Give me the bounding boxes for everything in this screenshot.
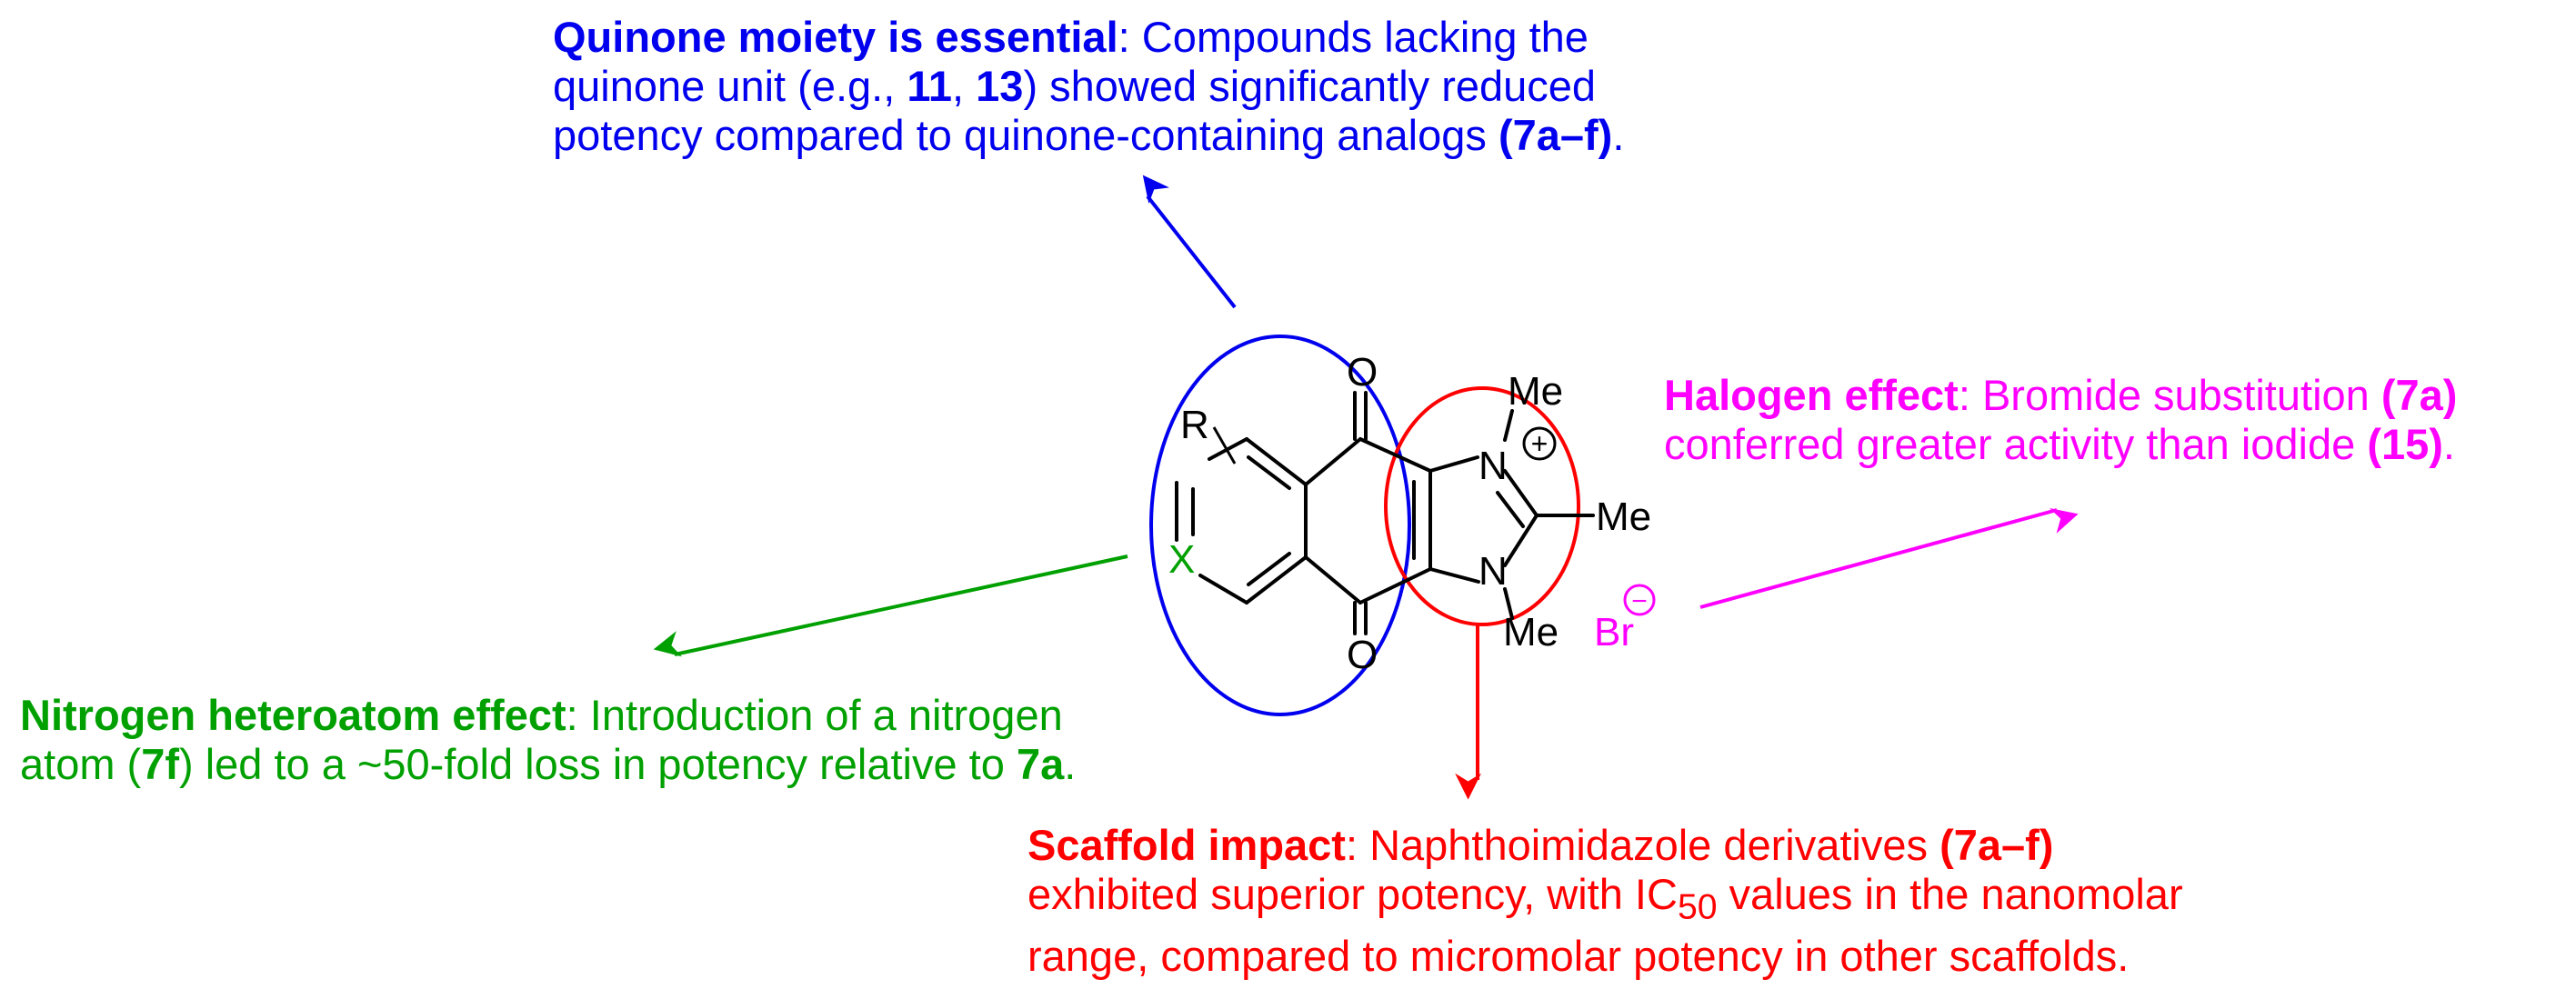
compound-7a-label: (7a)	[2381, 371, 2458, 419]
atom-r-label: R	[1180, 403, 1209, 447]
scaffold-note-line-3: range, compared to micromolar potency in…	[1027, 932, 2130, 981]
minus-charge-symbol: −	[1631, 586, 1648, 616]
compound-11-label: 11	[907, 62, 953, 110]
halogen-note: Halogen effect: Bromide substitution (7a…	[1664, 371, 2457, 469]
plus-charge-symbol: +	[1531, 427, 1549, 460]
nitrogen-note-heading: Nitrogen heteroatom effect	[20, 691, 566, 739]
quinone-note: Quinone moiety is essential: Compounds l…	[553, 13, 1624, 160]
methyl-right-label: Me	[1596, 495, 1651, 539]
scaffold-note-line-2: exhibited superior potency, with IC50 va…	[1027, 870, 2183, 927]
ic50-subscript: 50	[1677, 887, 1718, 927]
halogen-note-line-1: Halogen effect: Bromide substitution (7a…	[1664, 371, 2458, 419]
bromide-label: Br	[1594, 610, 1634, 654]
compound-7a-ref-label: 7a	[1016, 740, 1065, 788]
scaffold-note-line-1: Scaffold impact: Naphthoimidazole deriva…	[1027, 821, 2054, 869]
methyl-top-label: Me	[1508, 369, 1563, 414]
nitrogen-note-line-1: Nitrogen heteroatom effect: Introduction…	[20, 691, 1063, 739]
imidazolium-highlight-ellipse	[1384, 386, 1580, 626]
scaffold-note-heading: Scaffold impact	[1027, 821, 1346, 869]
plus-charge-circle	[1522, 426, 1557, 461]
bond-lines	[1175, 391, 1595, 635]
halogen-note-line-2: conferred greater activity than iodide (…	[1664, 420, 2455, 468]
quinone-note-heading: Quinone moiety is essential	[553, 13, 1118, 61]
methyl-bottom-label: Me	[1503, 610, 1559, 654]
halogen-note-heading: Halogen effect	[1664, 371, 1959, 419]
atom-o-top-label: O	[1347, 350, 1378, 395]
minus-charge-circle	[1623, 584, 1656, 616]
compound-13-label: 13	[976, 62, 1024, 110]
quinone-arrow	[1142, 175, 1237, 309]
compound-7a-f-scaffold-label: (7a–f)	[1940, 821, 2054, 869]
r-substituent-bond	[1212, 426, 1237, 465]
compound-7a-f-label: (7a–f)	[1498, 111, 1613, 159]
atom-x-label: X	[1168, 537, 1195, 582]
atom-o-bottom-label: O	[1347, 633, 1378, 677]
quinone-highlight-ellipse	[1149, 335, 1411, 716]
scaffold-note: Scaffold impact: Naphthoimidazole deriva…	[1027, 821, 2183, 981]
quinone-note-line-3: potency compared to quinone-containing a…	[553, 111, 1625, 159]
compound-15-label: (15)	[2367, 420, 2443, 468]
nitrogen-note: Nitrogen heteroatom effect: Introduction…	[20, 691, 1076, 789]
halogen-arrow	[1699, 508, 2079, 609]
compound-7f-label: 7f	[141, 740, 179, 788]
nitrogen-note-line-2: atom (7f) led to a ~50-fold loss in pote…	[20, 740, 1077, 788]
quinone-note-line-1: Quinone moiety is essential: Compounds l…	[553, 13, 1589, 61]
quinone-note-line-2: quinone unit (e.g., 11, 13) showed signi…	[553, 62, 1597, 110]
atom-n-bottom-label: N	[1478, 549, 1508, 594]
atom-n-top-label: N	[1478, 444, 1508, 488]
nitrogen-arrow	[653, 554, 1128, 657]
